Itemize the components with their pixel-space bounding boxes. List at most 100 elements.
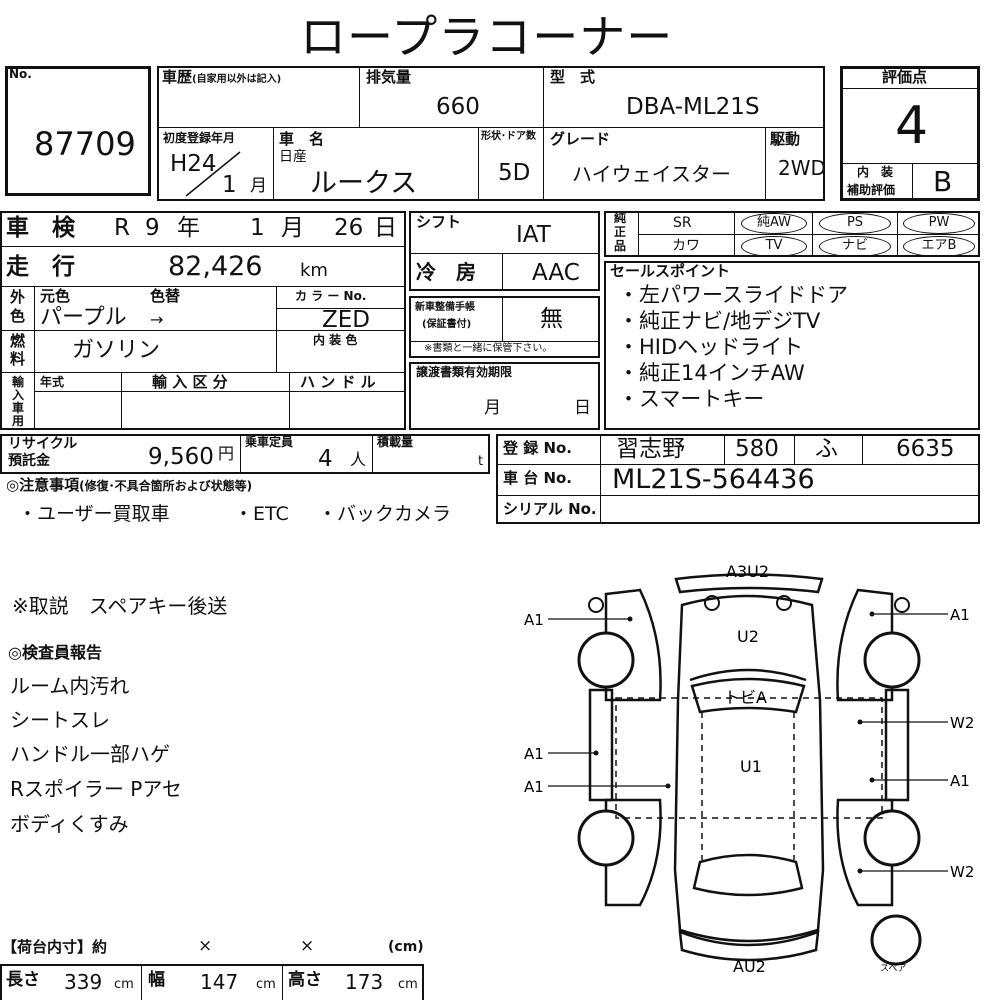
inspector-item: シートスレ (10, 708, 110, 732)
drive-label: 駆動 (770, 130, 801, 148)
registration-number: 6635 (896, 436, 955, 462)
inspector-item: ルーム内汚れ (10, 674, 130, 698)
shift-ac-block (409, 211, 600, 291)
original-color-label: 元色 (40, 287, 71, 305)
registration-block (496, 434, 980, 524)
fuel-label-1: 燃 (10, 332, 26, 350)
equip-sr: SR (673, 215, 692, 231)
color-code-value: ZED (322, 307, 370, 333)
import-label-1: 輸 (12, 375, 25, 389)
inspection-month-unit: 月 (281, 215, 304, 241)
equip-pw: PW (903, 213, 975, 234)
score-box (840, 66, 980, 201)
diagram-rear-label: AU2 (733, 957, 766, 976)
first-reg-slash (185, 151, 241, 197)
color-change-arrow: → (150, 310, 164, 329)
inspector-item: ボディくすみ (10, 812, 129, 836)
lot-number: 87709 (34, 125, 136, 163)
cargo-height-label: 高さ (288, 970, 322, 990)
remark-text: ※取説 スペアキー後送 (12, 594, 228, 618)
ac-label: 冷 房 (416, 260, 476, 284)
diagram-right-label: W2 (950, 863, 974, 881)
equipment-label-1: 純 (614, 211, 627, 225)
manual-block (409, 296, 600, 358)
page-title: ロープラコーナー (300, 10, 674, 64)
recycle-label-2: 預託金 (8, 453, 50, 469)
diagram-front-label: A3U2 (726, 562, 769, 581)
car-maker: 日産 (279, 149, 307, 165)
inspection-day: 26 (334, 215, 364, 241)
sales-point-item: ・純正ナビ/地デジTV (618, 309, 821, 333)
interior-color-label: 内 装 色 (313, 333, 358, 347)
cargo-width-label: 幅 (148, 970, 165, 990)
sales-point-item: ・スマートキー (618, 387, 765, 411)
manual-note: ※書類と一緒に保管下さい。 (424, 343, 553, 354)
recycle-value: 9,560 (148, 444, 214, 470)
equip-tv: TV (741, 236, 807, 257)
import-label-2: 入 (12, 388, 25, 402)
score-label: 評価点 (882, 68, 928, 86)
diagram-right-label: W2 (950, 714, 974, 732)
inspection-year: 9 (145, 215, 160, 241)
registration-kana: ふ (815, 436, 838, 462)
load-unit: t (478, 454, 484, 469)
recycle-block (0, 434, 490, 474)
interior-score-value: B (933, 165, 953, 198)
color-side-label-2: 色 (10, 307, 26, 325)
capacity-unit: 人 (350, 450, 367, 469)
capacity-value: 4 (318, 446, 333, 472)
transfer-day-unit: 日 (574, 398, 591, 418)
cargo-label: 【荷台内寸】約 (2, 938, 108, 956)
mileage-label: 走 行 (6, 254, 75, 280)
chassis-value: ML21S-564436 (612, 464, 815, 495)
diagram-left-label: A1 (524, 611, 544, 629)
diagram-spare-label: スペア (880, 964, 906, 974)
cargo-height-unit: cm (398, 977, 418, 992)
sales-point-item: ・左パワースライドドア (618, 283, 848, 307)
ac-value: AAC (532, 260, 580, 286)
cargo-times: × (300, 936, 315, 956)
sub-score-label: 補助評価 (847, 183, 896, 197)
model-label: 型 式 (550, 68, 596, 86)
note-item: ・ユーザー買取車 (18, 503, 170, 525)
doors-label: 形状･ドア数 (481, 131, 536, 142)
cargo-unit-paren: (cm) (388, 939, 424, 955)
first-reg-month: 1 (222, 172, 237, 198)
transfer-block (409, 362, 600, 430)
equip-airbag: エアB (903, 236, 975, 257)
first-reg-year: H24 (170, 151, 217, 177)
recycle-label-1: リサイクル (8, 436, 78, 452)
grade-label: グレード (550, 130, 611, 148)
registration-area: 習志野 (616, 436, 685, 462)
fuel-value: ガソリン (72, 338, 161, 363)
engine-value: 660 (436, 94, 480, 120)
inspector-item: Rスポイラー Pアセ (10, 777, 182, 801)
sales-points-label: セールスポイント (610, 262, 731, 280)
diagram-right-label: A1 (950, 772, 970, 790)
lot-label: No. (9, 67, 32, 81)
score-value: 4 (895, 96, 929, 156)
import-class-label: 輸 入 区 分 (152, 373, 228, 391)
import-label-3: 車 (12, 401, 25, 415)
import-year-label: 年式 (40, 375, 65, 389)
equip-ps: PS (819, 213, 891, 234)
diagram-left-label: A1 (524, 745, 544, 763)
doors-value: 5D (498, 160, 531, 186)
equip-leather: カワ (672, 238, 700, 254)
equip-genuine-aw: 純AW (741, 213, 807, 234)
left-mid-block (0, 211, 406, 430)
diagram-left-label: A1 (524, 778, 544, 796)
color-change-label: 色替 (150, 287, 181, 305)
interior-label: 内 装 (857, 165, 894, 179)
manual-label-1: 新車整備手帳 (415, 302, 475, 313)
cargo-length-unit: cm (114, 977, 134, 992)
original-color-value: パープル (40, 305, 127, 330)
cargo-length-label: 長さ (6, 970, 40, 990)
notes-label: ◎注意事項(修復･不具合箇所および状態等) (6, 476, 253, 494)
note-item: ・ETC (234, 503, 289, 525)
lot-box (5, 66, 151, 196)
inspection-label: 車 検 (6, 215, 75, 241)
registration-class: 580 (735, 436, 779, 462)
chassis-label: 車 台 No. (503, 469, 573, 487)
equipment-label-2: 正 (614, 225, 627, 239)
